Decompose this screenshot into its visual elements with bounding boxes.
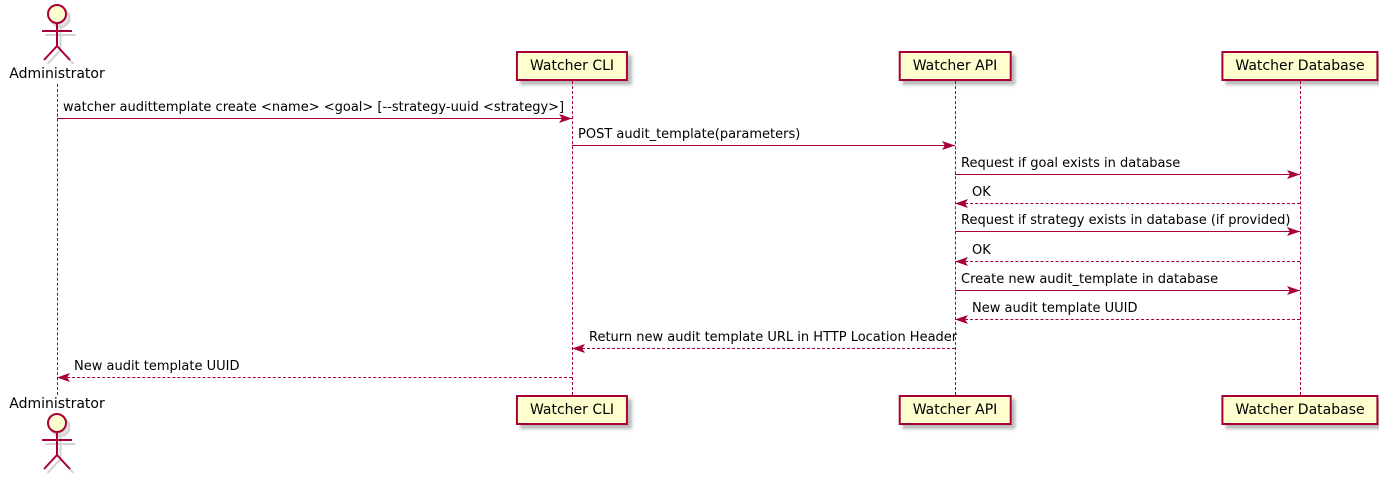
- arrow-line: [955, 174, 1300, 175]
- lifeline-watcher-database: [1300, 81, 1301, 395]
- arrow-line: [955, 231, 1300, 232]
- arrowhead-left-icon: [955, 257, 968, 266]
- participant-box-watcher-cli-top: Watcher CLI: [515, 51, 629, 81]
- lifeline-watcher-cli: [572, 81, 573, 395]
- message-text: Return new audit template URL in HTTP Lo…: [589, 330, 958, 345]
- arrowhead-right-icon: [1287, 286, 1300, 295]
- participant-box-watcher-database-bottom: Watcher Database: [1221, 395, 1379, 425]
- message-text: Request if goal exists in database: [961, 156, 1181, 171]
- actor-icon: [42, 413, 76, 474]
- actor-label-administrator-bottom: Administrator: [9, 396, 105, 412]
- participant-box-watcher-database-top: Watcher Database: [1221, 51, 1379, 81]
- lifeline-administrator: [57, 84, 58, 395]
- arrow-line: [572, 145, 955, 146]
- arrow-line: [57, 377, 572, 378]
- message-text: New audit template UUID: [74, 359, 240, 374]
- arrowhead-right-icon: [559, 114, 572, 123]
- arrow-line: [572, 348, 955, 349]
- arrowhead-left-icon: [572, 344, 585, 353]
- message-text: Create new audit_template in database: [961, 272, 1219, 287]
- arrowhead-right-icon: [1287, 170, 1300, 179]
- lifeline-watcher-api: [955, 81, 956, 395]
- actor-label-administrator-top: Administrator: [9, 66, 105, 82]
- message-text: OK: [972, 185, 991, 200]
- participant-box-watcher-api-bottom: Watcher API: [898, 395, 1012, 425]
- participant-box-watcher-cli-bottom: Watcher CLI: [515, 395, 629, 425]
- arrowhead-left-icon: [955, 199, 968, 208]
- message-text: watcher audittemplate create <name> <goa…: [63, 100, 565, 115]
- arrow-line: [955, 290, 1300, 291]
- arrow-line: [955, 261, 1300, 262]
- arrowhead-right-icon: [1287, 227, 1300, 236]
- message-text: Request if strategy exists in database (…: [961, 213, 1291, 228]
- actor-icon: [42, 4, 76, 64]
- message-text: New audit template UUID: [972, 301, 1138, 316]
- message-text: OK: [972, 243, 991, 258]
- arrow-line: [955, 203, 1300, 204]
- arrowhead-right-icon: [942, 141, 955, 150]
- arrowhead-left-icon: [57, 373, 70, 382]
- message-text: POST audit_template(parameters): [578, 127, 801, 142]
- arrow-line: [57, 118, 572, 119]
- arrow-line: [955, 319, 1300, 320]
- arrowhead-left-icon: [955, 315, 968, 324]
- participant-box-watcher-api-top: Watcher API: [898, 51, 1012, 81]
